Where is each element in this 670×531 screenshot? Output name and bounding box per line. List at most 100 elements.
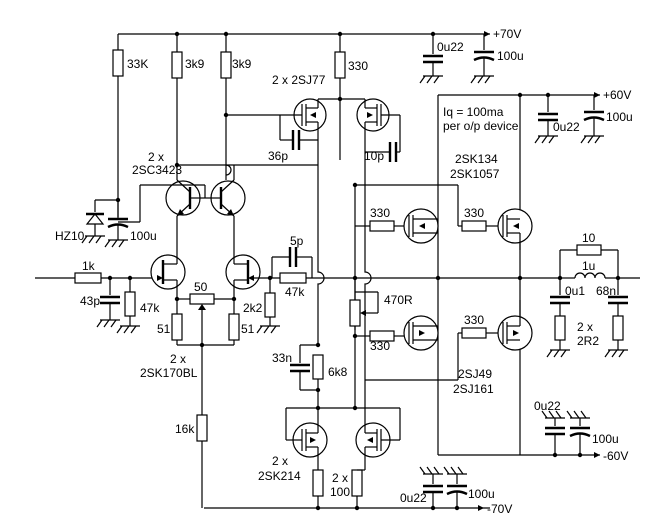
svg-text:100u: 100u xyxy=(606,110,633,124)
resistor-51-left: 51 xyxy=(157,313,183,345)
zener-hz10: HZ10 xyxy=(55,199,118,244)
mosfet-upper-output xyxy=(497,208,533,278)
output-network: 10 1u xyxy=(435,231,640,281)
cap-43p: 43p xyxy=(80,278,120,328)
resistor-100-left xyxy=(312,469,324,508)
pot-50: 50 xyxy=(177,280,234,348)
svg-text:-60V: -60V xyxy=(603,449,628,463)
label-2sk170bl: 2SK170BL xyxy=(140,366,198,380)
resistor-47k-a: 47k xyxy=(116,278,160,334)
cap-33n: 33n xyxy=(272,344,318,391)
resistor-330-top: 330 xyxy=(334,51,368,79)
label-2r2: 2R2 xyxy=(577,334,599,348)
mosfet-lower-driver xyxy=(403,315,439,351)
label-2sk214-count: 2 x xyxy=(272,454,288,468)
svg-text:330: 330 xyxy=(370,339,390,353)
svg-text:3k9: 3k9 xyxy=(185,57,205,71)
input-wire: 1k xyxy=(35,259,158,284)
label-2sk134: 2SK134 xyxy=(455,152,498,166)
resistor-3k9-a: 3k9 xyxy=(171,34,205,180)
cap-0u22-b: 0u22 xyxy=(534,95,580,144)
svg-text:10p: 10p xyxy=(364,149,384,163)
svg-text:33n: 33n xyxy=(272,351,292,365)
svg-text:100u: 100u xyxy=(130,229,157,243)
cap-100u-d: 100u xyxy=(443,466,495,508)
note-iq-2: per o/p device xyxy=(443,119,519,133)
svg-text:51: 51 xyxy=(241,322,255,336)
mosfet-upper-driver xyxy=(403,208,439,244)
svg-text:0u22: 0u22 xyxy=(553,120,580,134)
cap-0u22-d: 0u22 xyxy=(400,466,443,508)
label-100-count: 2 x xyxy=(332,471,348,485)
svg-text:330: 330 xyxy=(464,313,484,327)
wires-2sc3423 xyxy=(139,162,318,258)
svg-text:0u1: 0u1 xyxy=(565,284,585,298)
cap-100u-zener: 100u xyxy=(104,197,157,248)
label-2sj49: 2SJ49 xyxy=(458,367,492,381)
svg-text:100u: 100u xyxy=(497,49,524,63)
junctions xyxy=(174,31,583,511)
svg-text:5p: 5p xyxy=(290,234,304,248)
note-iq-1: Iq = 100ma xyxy=(443,105,504,119)
rail-pos70: +70V xyxy=(484,27,521,41)
label-2sc3423: 2SC3423 xyxy=(132,163,182,177)
svg-text:2k2: 2k2 xyxy=(243,301,263,315)
svg-text:-70V: -70V xyxy=(487,502,512,516)
svg-text:68n: 68n xyxy=(596,284,616,298)
cap-0u22-top: 0u22 xyxy=(419,34,464,84)
jfet-2sk170-right xyxy=(225,254,280,314)
svg-text:10: 10 xyxy=(582,231,596,245)
svg-text:16k: 16k xyxy=(175,422,195,436)
svg-text:51: 51 xyxy=(157,322,171,336)
resistor-51-right: 51 xyxy=(228,313,255,345)
svg-text:0u22: 0u22 xyxy=(437,40,464,54)
label-r2x: 2 x xyxy=(577,320,593,334)
svg-text:470R: 470R xyxy=(384,293,413,307)
svg-text:+60V: +60V xyxy=(603,88,631,102)
svg-text:36p: 36p xyxy=(268,149,288,163)
mosfet-lower-output xyxy=(497,278,533,351)
resistor-3k9-b: 3k9 xyxy=(220,34,252,180)
svg-text:0u22: 0u22 xyxy=(400,491,427,505)
svg-text:330: 330 xyxy=(348,59,368,73)
cap-36p: 36p xyxy=(268,115,318,163)
wires-2sk214 xyxy=(285,405,401,440)
svg-text:330: 330 xyxy=(464,206,484,220)
svg-text:0u22: 0u22 xyxy=(534,399,561,413)
cap-10p: 10p xyxy=(364,142,400,163)
svg-text:1k: 1k xyxy=(82,259,96,273)
svg-text:+70V: +70V xyxy=(493,27,521,41)
svg-text:100u: 100u xyxy=(592,432,619,446)
svg-text:330: 330 xyxy=(370,206,390,220)
resistor-330-gate-2: 330 xyxy=(438,184,502,232)
svg-text:50: 50 xyxy=(194,280,208,294)
label-2sk214: 2SK214 xyxy=(258,469,301,483)
rail-neg60: -60V xyxy=(594,449,628,463)
label-2sk1057: 2SK1057 xyxy=(450,167,500,181)
pot-470r: 470R xyxy=(349,278,413,330)
label-2sj161: 2SJ161 xyxy=(453,382,494,396)
mosfet-2sk214-right xyxy=(355,408,400,470)
svg-text:1u: 1u xyxy=(582,259,595,273)
svg-text:47k: 47k xyxy=(140,301,160,315)
svg-text:6k8: 6k8 xyxy=(328,365,348,379)
svg-text:47k: 47k xyxy=(285,285,305,299)
svg-text:43p: 43p xyxy=(80,294,100,308)
cap-0u22-c: 0u22 xyxy=(534,399,565,455)
label-2sj77: 2 x 2SJ77 xyxy=(272,73,326,87)
svg-text:HZ10: HZ10 xyxy=(55,229,85,243)
rail-pos60: +60V xyxy=(594,88,631,102)
resistor-100-right xyxy=(351,469,365,508)
resistor-33k: 33K xyxy=(112,34,148,220)
resistor-16k: 16k xyxy=(175,345,208,508)
cap-100u-b: 100u xyxy=(580,95,633,144)
cap-100u-top: 100u xyxy=(470,34,524,84)
label-100: 100 xyxy=(330,485,350,499)
cap-5p: 5p xyxy=(271,234,313,278)
label-q-count: 2 x xyxy=(148,150,164,164)
svg-text:100u: 100u xyxy=(468,487,495,501)
label-jfet-count: 2 x xyxy=(170,352,186,366)
svg-text:33K: 33K xyxy=(127,57,148,71)
